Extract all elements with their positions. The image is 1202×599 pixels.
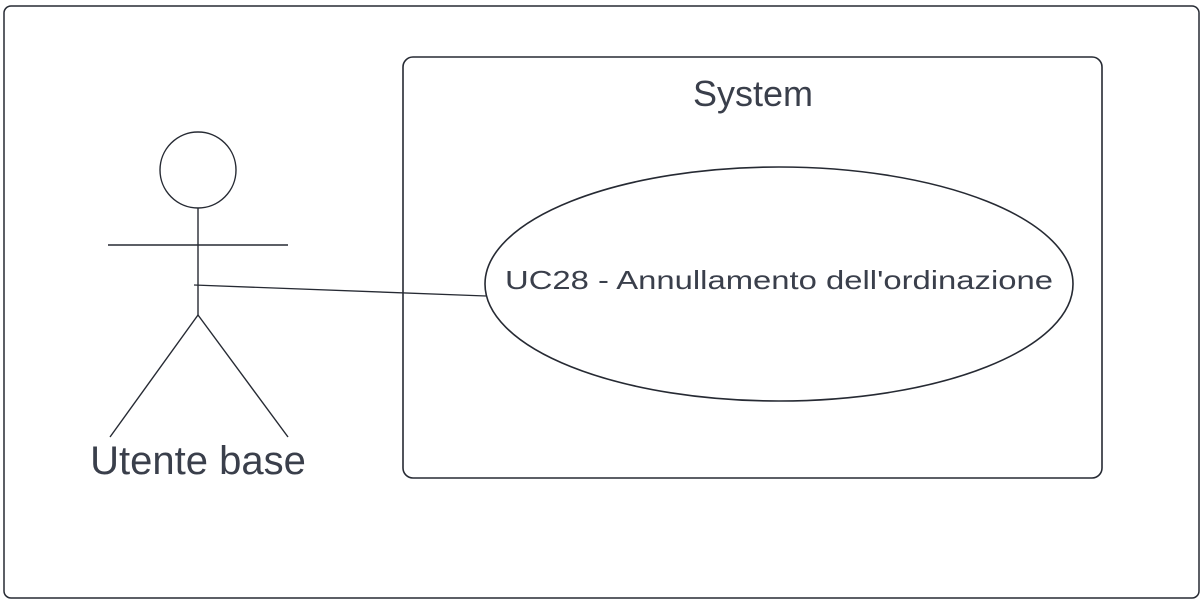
- use-case-ellipse[interactable]: [484, 166, 1074, 402]
- stick-figure-actor-icon: [108, 131, 289, 438]
- association-line[interactable]: [193, 284, 487, 297]
- actor-utente-base[interactable]: Utente base: [90, 131, 306, 483]
- use-case-label: UC28 - Annullamento dell'ordinazione: [505, 265, 1053, 295]
- actor-label: Utente base: [90, 439, 306, 483]
- actor-right-leg: [197, 314, 289, 438]
- actor-left-leg: [109, 314, 199, 438]
- system-label: System: [693, 73, 813, 114]
- use-case-uc28[interactable]: UC28 - Annullamento dell'ordinazione: [484, 166, 1074, 402]
